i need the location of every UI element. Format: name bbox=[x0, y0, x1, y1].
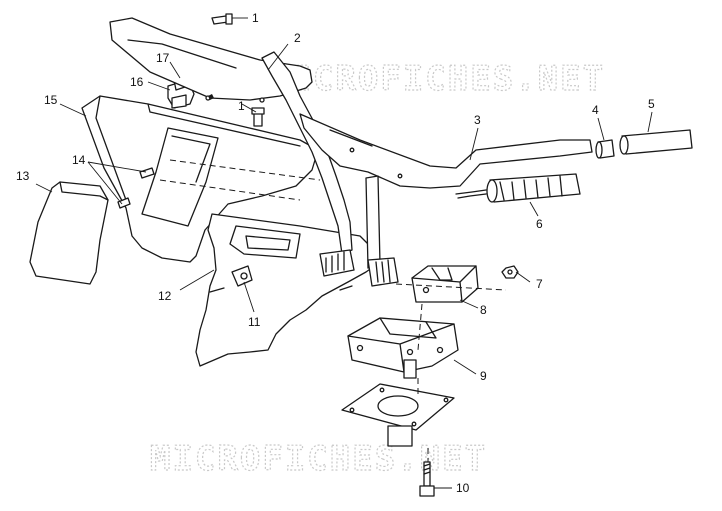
callout-16: 16 bbox=[130, 75, 144, 89]
callout-10: 10 bbox=[456, 481, 470, 495]
part-6-throttle-grip bbox=[455, 173, 581, 203]
part-16-switch-housing bbox=[167, 79, 195, 109]
steering-shaft-assembly bbox=[319, 175, 399, 287]
callout-11: 11 bbox=[248, 315, 261, 329]
callout-17: 17 bbox=[156, 51, 170, 65]
part-13-side-panel bbox=[29, 181, 109, 285]
callout-1-mid: 1 bbox=[238, 99, 245, 113]
part-3-handlebar bbox=[299, 113, 593, 189]
part-1-screw-top bbox=[211, 13, 233, 25]
part-2-steering-post bbox=[261, 51, 353, 255]
callout-6: 6 bbox=[536, 217, 543, 231]
callout-9: 9 bbox=[480, 369, 487, 383]
steering-column-base-plate bbox=[341, 383, 455, 447]
part-5-grip bbox=[619, 129, 693, 155]
leader-lines bbox=[35, 17, 653, 489]
callout-7: 7 bbox=[536, 277, 543, 291]
upper-cover-panel bbox=[109, 17, 313, 103]
callout-12: 12 bbox=[158, 289, 172, 303]
part-14-screws bbox=[117, 167, 155, 209]
callout-13: 13 bbox=[16, 169, 30, 183]
cab-fastener-detail bbox=[208, 94, 214, 100]
callout-15: 15 bbox=[44, 93, 58, 107]
part-4-bar-end bbox=[595, 139, 615, 159]
callout-8: 8 bbox=[480, 303, 487, 317]
watermark-bottom: MICROFICHES.NET bbox=[150, 439, 487, 479]
callout-3: 3 bbox=[474, 113, 481, 127]
part-1-screw-mid bbox=[251, 107, 265, 127]
part-15-front-cab bbox=[81, 95, 321, 263]
callout-4: 4 bbox=[592, 103, 599, 117]
callout-5: 5 bbox=[648, 97, 655, 111]
watermark-top: MICROFICHES.NET bbox=[268, 59, 605, 99]
part-8-upper-clamp bbox=[411, 265, 479, 303]
callout-14: 14 bbox=[72, 153, 86, 167]
callout-1-top: 1 bbox=[252, 11, 259, 25]
callout-2: 2 bbox=[294, 31, 301, 45]
part-7-nut bbox=[501, 265, 519, 279]
part-9-lower-clamp bbox=[347, 317, 459, 379]
